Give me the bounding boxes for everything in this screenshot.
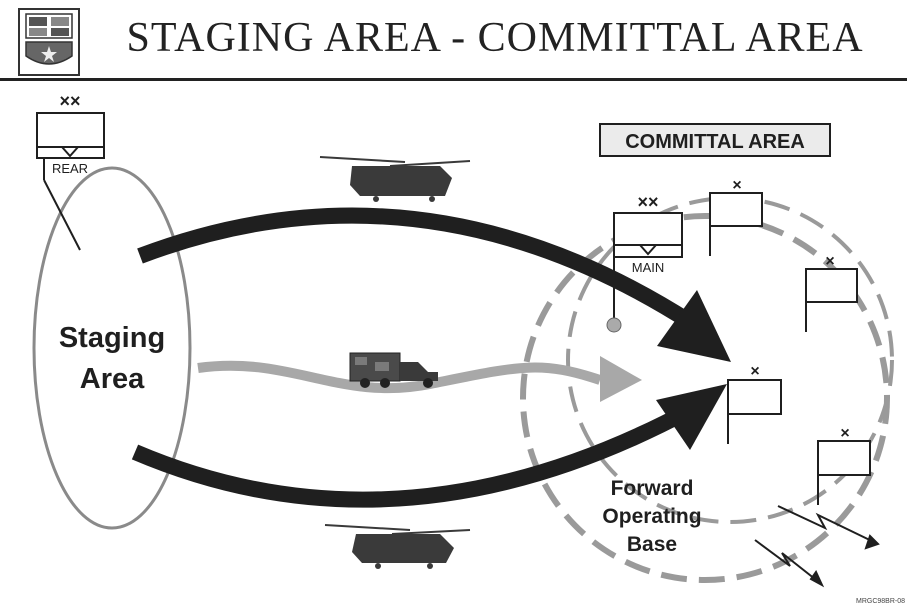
truck-icon [349,352,438,388]
page-title: STAGING AREA - COMMITTAL AREA [126,15,864,61]
staging-area-ellipse [32,166,192,530]
lightning-arrow-icon [754,539,825,588]
staging-area-label-line1: Staging [59,322,165,354]
rear-hq-label: REAR [52,161,88,176]
committal-area-label: COMMITTAL AREA [625,131,805,153]
lower-advance-arrow [131,384,727,508]
brigade-echelon: × [840,425,849,442]
lightning-arrow-icon [777,505,880,550]
footer-code: MRGC98BR-08 [855,598,905,605]
main-hq-symbol: ×× MAIN [606,192,683,333]
main-hq-label: MAIN [632,260,665,275]
brigade-echelon: × [825,253,834,270]
brigade-echelon: × [750,363,759,380]
emblem-icon [18,8,80,76]
brigade-flag-4: × [817,425,871,505]
helicopter-icon [324,524,471,569]
main-hq-echelon: ×× [637,192,658,212]
fob-label-line1: Forward [611,477,694,500]
fob-label-line3: Base [627,533,677,556]
staging-area-label-line2: Area [80,363,145,395]
rear-hq-echelon: ×× [59,91,80,111]
brigade-flag-3: × [727,363,782,444]
title-band: STAGING AREA - COMMITTAL AREA [0,0,907,81]
brigade-flag-2: × [805,253,858,332]
committal-area-label-box: COMMITTAL AREA [599,123,831,157]
brigade-flag-1: × [709,177,763,256]
fob-label-line2: Operating [602,505,701,528]
brigade-echelon: × [732,177,741,194]
rear-hq-symbol: ×× REAR [36,91,105,251]
helicopter-icon [319,156,471,202]
